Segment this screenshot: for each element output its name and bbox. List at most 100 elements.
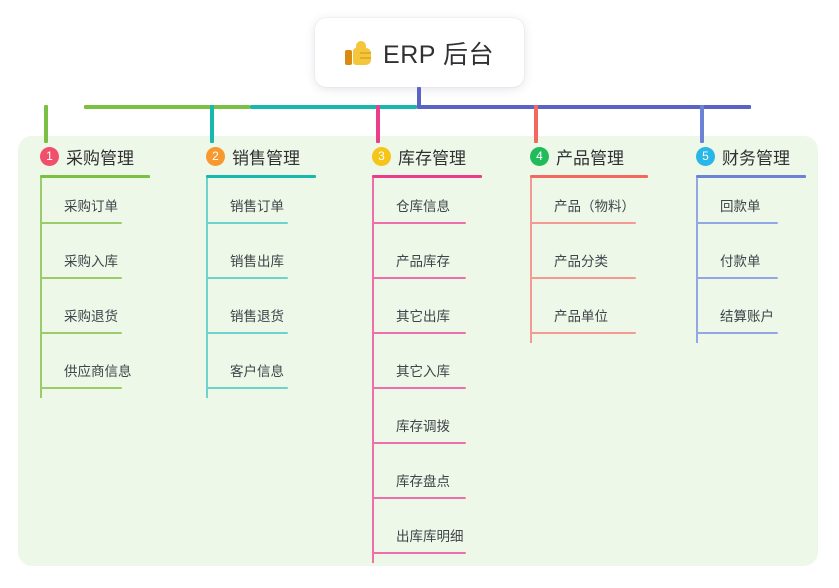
branch-column-2: 2 销售管理销售订单销售出库销售退货客户信息 xyxy=(206,143,316,398)
branch-item[interactable]: 采购退货 xyxy=(40,288,150,343)
branch-item-label: 采购入库 xyxy=(64,254,118,269)
branch-item-rule xyxy=(372,332,466,334)
branch-item-rule xyxy=(206,387,288,389)
branch-column-1: 1 采购管理采购订单采购入库采购退货供应商信息 xyxy=(40,143,150,398)
branch-item-rule xyxy=(372,222,466,224)
branch-item-label: 回款单 xyxy=(720,199,761,214)
branch-header-rule xyxy=(40,175,150,178)
branch-spine-line xyxy=(372,178,374,563)
branch-item-rule xyxy=(696,332,778,334)
branch-item[interactable]: 产品库存 xyxy=(372,233,482,288)
branch-item-rule xyxy=(372,387,466,389)
branch-drop-3 xyxy=(376,105,380,143)
branch-item-label: 产品分类 xyxy=(554,254,608,269)
branch-item-label: 销售订单 xyxy=(230,199,284,214)
branch-item[interactable]: 产品单位 xyxy=(530,288,648,343)
branch-header-1[interactable]: 1 采购管理 xyxy=(40,143,150,169)
branch-item-label: 其它入库 xyxy=(396,364,450,379)
branch-spine-line xyxy=(530,178,532,343)
branch-header-rule xyxy=(530,175,648,178)
branch-item[interactable]: 销售退货 xyxy=(206,288,316,343)
branch-item[interactable]: 销售出库 xyxy=(206,233,316,288)
branch-item-label: 采购订单 xyxy=(64,199,118,214)
branch-header-rule xyxy=(206,175,316,178)
branches-panel xyxy=(18,136,818,566)
branch-number-badge: 4 xyxy=(530,146,549,166)
branch-item[interactable]: 回款单 xyxy=(696,178,806,233)
branch-item[interactable]: 结算账户 xyxy=(696,288,806,343)
branch-item-rule xyxy=(40,332,122,334)
branch-item-rule xyxy=(530,277,636,279)
branch-header-4[interactable]: 4 产品管理 xyxy=(530,143,648,169)
branch-item-rule xyxy=(530,222,636,224)
branch-item-label: 库存调拨 xyxy=(396,419,450,434)
branch-item-label: 客户信息 xyxy=(230,364,284,379)
branch-item[interactable]: 销售订单 xyxy=(206,178,316,233)
branch-title: 产品管理 xyxy=(556,148,624,168)
branch-number-badge: 1 xyxy=(40,146,59,166)
branch-item-rule xyxy=(40,387,122,389)
branch-item[interactable]: 其它出库 xyxy=(372,288,482,343)
thumbs-up-icon xyxy=(345,39,372,66)
root-node-card[interactable]: ERP 后台 xyxy=(315,18,524,87)
branch-title: 财务管理 xyxy=(722,148,790,168)
branch-spine-line xyxy=(206,178,208,398)
branch-item[interactable]: 采购订单 xyxy=(40,178,150,233)
branch-item-rule xyxy=(40,222,122,224)
branch-item-label: 销售退货 xyxy=(230,309,284,324)
branch-header-rule xyxy=(372,175,482,178)
branch-column-3: 3 库存管理仓库信息产品库存其它出库其它入库库存调拨库存盘点出库库明细 xyxy=(372,143,482,563)
branch-item[interactable]: 客户信息 xyxy=(206,343,316,398)
branch-header-3[interactable]: 3 库存管理 xyxy=(372,143,482,169)
branch-item-label: 销售出库 xyxy=(230,254,284,269)
branch-item-label: 结算账户 xyxy=(720,309,774,324)
branch-item[interactable]: 产品（物料） xyxy=(530,178,648,233)
branch-item[interactable]: 出库库明细 xyxy=(372,508,482,563)
branch-item-list: 采购订单采购入库采购退货供应商信息 xyxy=(40,178,150,398)
branch-item-rule xyxy=(206,222,288,224)
branch-item-rule xyxy=(372,277,466,279)
branch-item-label: 其它出库 xyxy=(396,309,450,324)
root-node-title: ERP 后台 xyxy=(383,40,494,69)
branch-item-label: 出库库明细 xyxy=(396,529,464,544)
branch-header-rule xyxy=(696,175,806,178)
branch-item[interactable]: 其它入库 xyxy=(372,343,482,398)
branch-item-label: 产品库存 xyxy=(396,254,450,269)
bus-segment-3 xyxy=(417,105,751,109)
branch-item-rule xyxy=(372,497,466,499)
branch-header-2[interactable]: 2 销售管理 xyxy=(206,143,316,169)
branch-drop-5 xyxy=(700,105,704,143)
branch-item[interactable]: 库存调拨 xyxy=(372,398,482,453)
bus-segment-1 xyxy=(84,105,250,109)
branch-drop-4 xyxy=(534,105,538,143)
branch-spine-line xyxy=(40,178,42,398)
branch-item-rule xyxy=(372,552,466,554)
branch-item-rule xyxy=(40,277,122,279)
branch-item-rule xyxy=(530,332,636,334)
branch-item[interactable]: 库存盘点 xyxy=(372,453,482,508)
branch-column-4: 4 产品管理产品（物料） 产品分类产品单位 xyxy=(530,143,648,343)
branch-item[interactable]: 产品分类 xyxy=(530,233,648,288)
branch-number-badge: 2 xyxy=(206,146,225,166)
branch-spine-line xyxy=(696,178,698,343)
branch-drop-2 xyxy=(210,105,214,143)
root-stem-line xyxy=(417,87,421,107)
branch-item-label: 产品（物料） xyxy=(554,199,635,214)
branch-item[interactable]: 采购入库 xyxy=(40,233,150,288)
branch-item[interactable]: 付款单 xyxy=(696,233,806,288)
branch-number-badge: 3 xyxy=(372,146,391,166)
branch-item[interactable]: 仓库信息 xyxy=(372,178,482,233)
branch-drop-1 xyxy=(44,105,48,143)
branch-item[interactable]: 供应商信息 xyxy=(40,343,150,398)
branch-item-label: 产品单位 xyxy=(554,309,608,324)
branch-title: 库存管理 xyxy=(398,148,466,168)
branch-item-list: 产品（物料） 产品分类产品单位 xyxy=(530,178,648,343)
branch-item-rule xyxy=(696,222,778,224)
branch-title: 采购管理 xyxy=(66,148,134,168)
branch-item-label: 库存盘点 xyxy=(396,474,450,489)
branch-title: 销售管理 xyxy=(232,148,300,168)
branch-item-rule xyxy=(696,277,778,279)
